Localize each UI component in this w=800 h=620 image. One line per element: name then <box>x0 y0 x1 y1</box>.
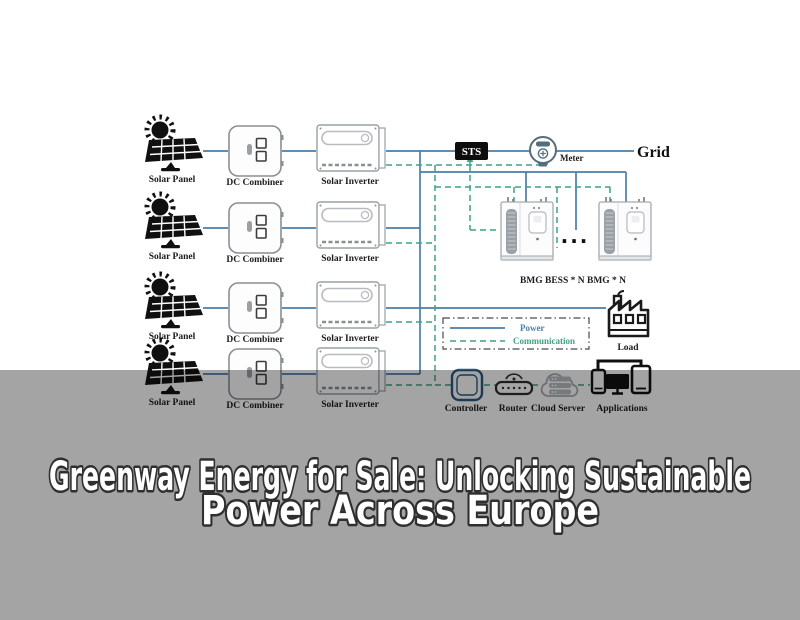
grid-label: Grid <box>637 144 670 161</box>
bess-caption: BMG BESS * N BMG * N <box>520 276 626 286</box>
solar-inverter-icon <box>315 123 387 173</box>
solar-inverter-label: Solar Inverter <box>321 254 379 264</box>
solar-panel-icon <box>145 274 203 328</box>
dc-combiner-label: DC Combiner <box>226 255 284 265</box>
factory-icon <box>607 290 650 338</box>
banner-title: Greenway Energy for Sale: Unlocking Sust… <box>47 452 754 537</box>
dc-combiner-icon <box>228 202 285 254</box>
legend: Power Communication <box>442 317 590 350</box>
solar-panel-icon <box>145 117 203 171</box>
legend-border <box>442 317 590 350</box>
solar-inverter-icon <box>315 200 387 250</box>
solar-panel-label: Solar Panel <box>149 175 196 185</box>
solar-panel-label: Solar Panel <box>149 332 196 342</box>
solar-inverter-label: Solar Inverter <box>321 334 379 344</box>
caption-band <box>0 370 800 620</box>
solar-panel-label: Solar Panel <box>149 252 196 262</box>
more-units-ellipsis: ... <box>561 224 590 248</box>
power-meter-icon <box>529 136 557 167</box>
solar-panel-icon <box>145 194 203 248</box>
dc-combiner-label: DC Combiner <box>226 335 284 345</box>
banner-title-line2: Power Across Europe <box>201 488 599 534</box>
sts-switch-icon: STS <box>455 142 488 160</box>
bess-cabinet-icon <box>500 196 554 261</box>
solar-inverter-icon <box>315 280 387 330</box>
sts-label: STS <box>462 146 482 158</box>
legend-comm-label: Communication <box>513 336 575 346</box>
dc-combiner-label: DC Combiner <box>226 178 284 188</box>
meter-label: Meter <box>560 153 583 163</box>
dc-combiner-icon <box>228 282 285 334</box>
bess-cabinet-icon <box>598 196 652 261</box>
solar-inverter-label: Solar Inverter <box>321 177 379 187</box>
banner-title-line1: Greenway Energy for Sale: Unlocking Sust… <box>49 454 751 500</box>
load-label: Load <box>617 343 639 353</box>
legend-power-label: Power <box>520 323 545 333</box>
dc-combiner-icon <box>228 125 285 177</box>
